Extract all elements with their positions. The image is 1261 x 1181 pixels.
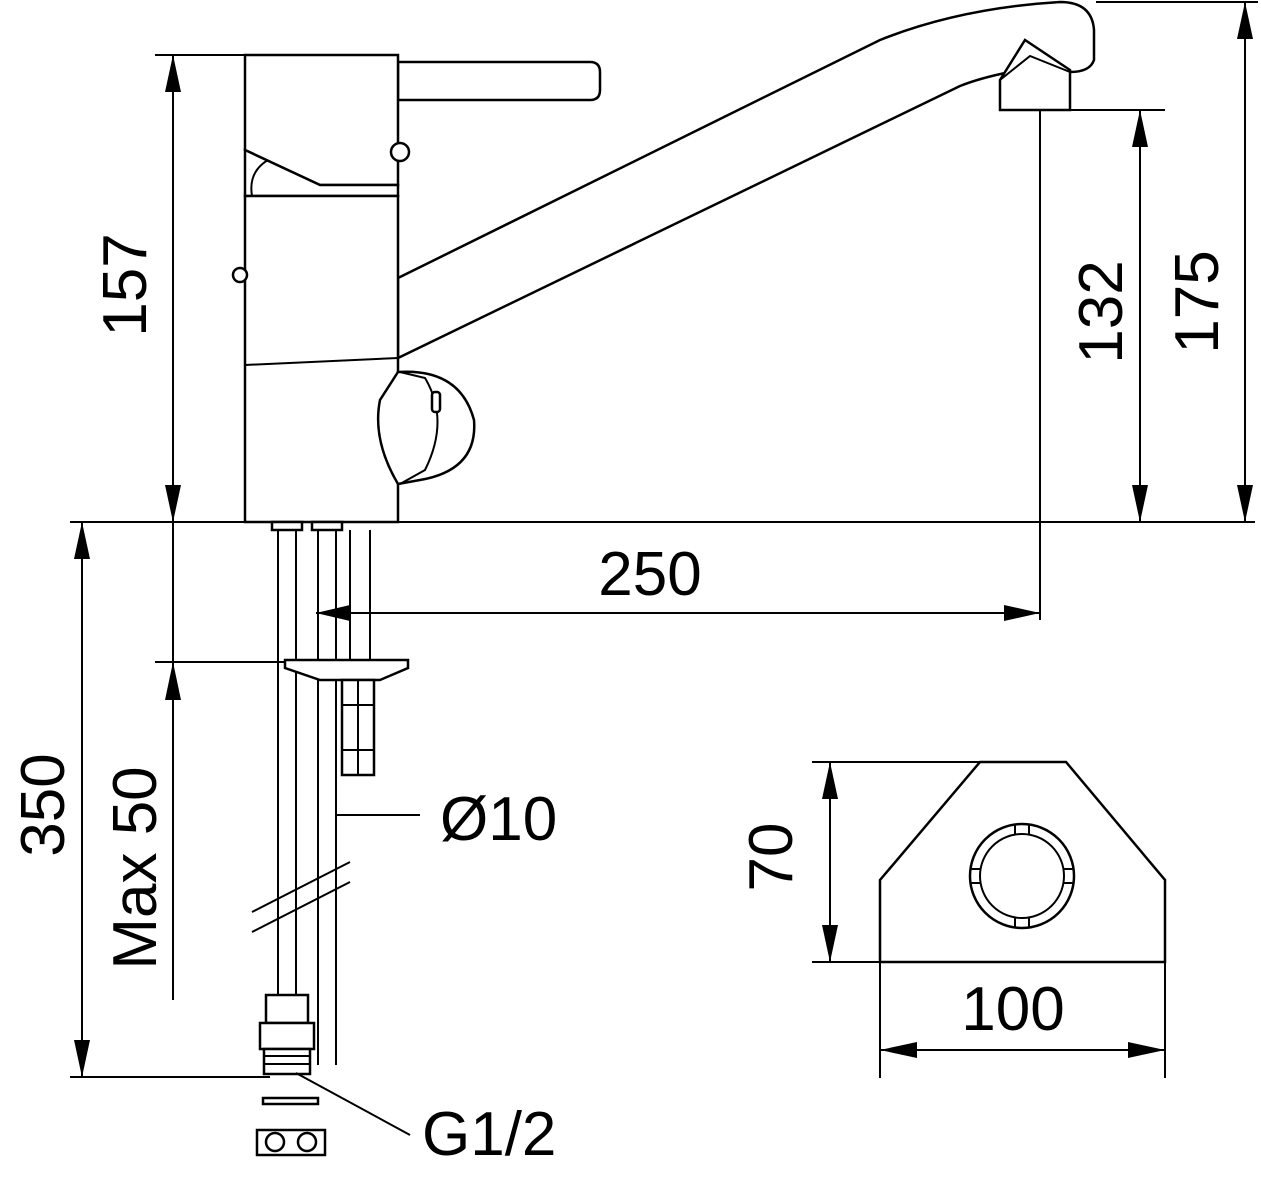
cap-screw [389, 141, 411, 163]
faucet-side-view [70, 0, 1255, 524]
dim-70: 70 [737, 823, 806, 892]
mounting-plate [283, 658, 410, 682]
base-outline [878, 760, 1167, 964]
under-deck-assembly [251, 520, 410, 1157]
side-knob [231, 266, 249, 284]
dim-157: 157 [91, 233, 160, 336]
aerator [998, 38, 1072, 112]
dimension-lines [70, 1, 1258, 1136]
spout [396, 0, 1096, 360]
label-hose-diameter: Ø10 [440, 785, 557, 854]
base-outer-ring [968, 822, 1076, 930]
dim-132: 132 [1067, 260, 1136, 363]
base-top-view [812, 760, 1167, 1078]
connector-nut [264, 993, 310, 1025]
dim-100: 100 [961, 975, 1064, 1044]
dim-max-50: Max 50 [101, 766, 170, 969]
dim-250: 250 [598, 540, 701, 609]
dimension-labels: 157 132 175 250 350 Max 50 70 100 Ø10 G1… [9, 233, 1232, 1169]
cap-skirt [243, 148, 400, 198]
label-connection-thread: G1/2 [422, 1100, 556, 1169]
dim-175: 175 [1163, 250, 1232, 353]
base-inner-ring [979, 833, 1065, 919]
diverter-knob [376, 370, 476, 486]
lever-handle [396, 60, 602, 102]
dim-350: 350 [9, 753, 78, 856]
